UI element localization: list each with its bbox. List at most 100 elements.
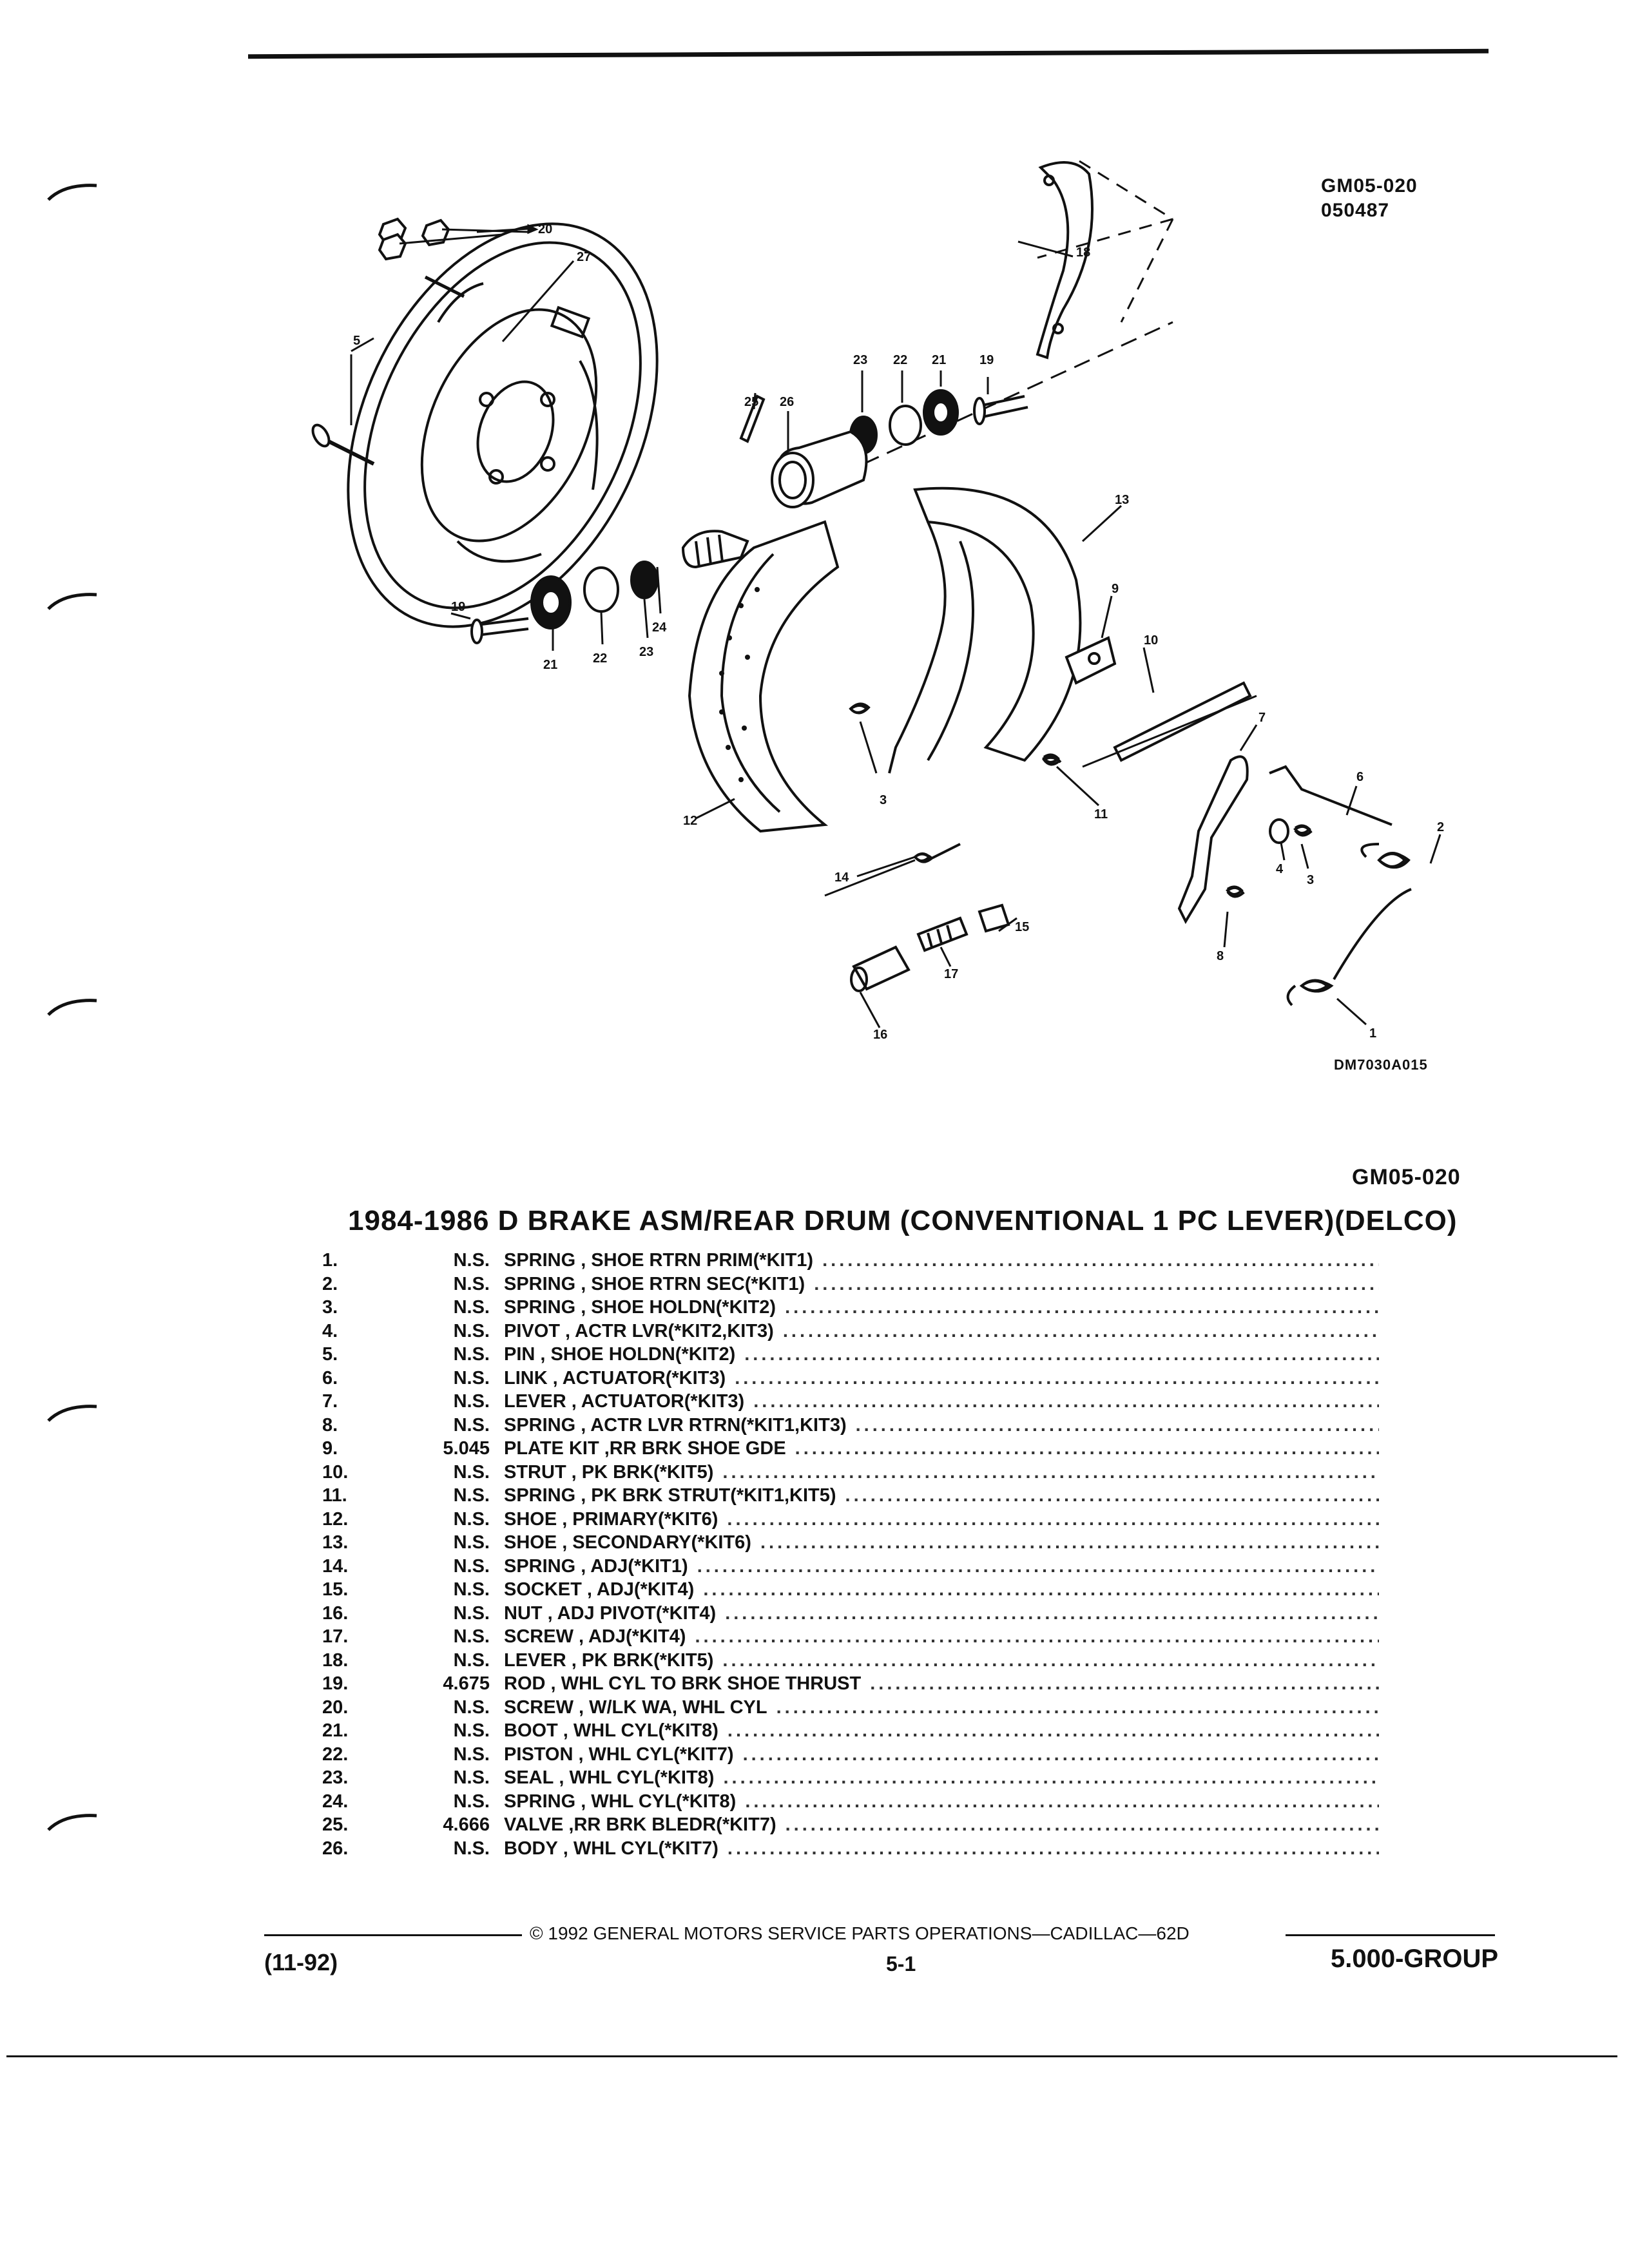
part-row: 5.N.S.PIN, SHOE HOLDN(*KIT2)............…	[322, 1344, 1379, 1368]
part-row: 16.N.S.NUT, ADJ PIVOT(*KIT4)............…	[322, 1603, 1379, 1627]
part-row: 14.N.S.SPRING, ADJ(*KIT1)...............…	[322, 1556, 1379, 1580]
part-price: N.S.	[453, 1508, 490, 1530]
group-code: 5.000-GROUP	[1331, 1945, 1499, 1973]
part-name: SPRING	[504, 1414, 576, 1436]
callout-19b: 19	[451, 600, 465, 614]
leader-dots: ........................................…	[785, 1814, 1379, 1835]
callout-1: 1	[1369, 1026, 1376, 1041]
leader-dots: ........................................…	[822, 1250, 1379, 1271]
callout-7: 7	[1258, 711, 1266, 725]
footer-rule-right	[1286, 1934, 1495, 1936]
leader-dots: ........................................…	[795, 1438, 1379, 1459]
part-row: 22.N.S.PISTON, WHL CYL(*KIT7)...........…	[322, 1744, 1379, 1768]
part-price: N.S.	[453, 1791, 490, 1812]
part-description: , PK BRK(*KIT5)	[571, 1461, 714, 1483]
part-description: , W/LK WA, WHL CYL	[578, 1696, 767, 1718]
leader-dots: ........................................…	[727, 1720, 1379, 1741]
top-rule	[247, 48, 1489, 59]
callout-15: 15	[1015, 920, 1029, 934]
callout-22: 22	[893, 353, 907, 367]
leader-dots: ........................................…	[722, 1649, 1379, 1671]
callout-8: 8	[1217, 949, 1224, 963]
leader-dots: ........................................…	[855, 1414, 1379, 1436]
leader-dots: ........................................…	[697, 1555, 1379, 1577]
part-description: ,RR BRK BLEDR(*KIT7)	[568, 1814, 776, 1835]
callout-23b: 23	[639, 645, 653, 659]
leader-dots: ........................................…	[735, 1367, 1379, 1389]
part-description: , SHOE HOLDN(*KIT2)	[581, 1297, 776, 1318]
part-description: , WHL CYL(*KIT7)	[563, 1838, 718, 1859]
part-description: , ACTUATOR(*KIT3)	[552, 1367, 726, 1389]
part-row: 3.N.S.SPRING, SHOE HOLDN(*KIT2).........…	[322, 1297, 1379, 1321]
part-number: 12.	[322, 1508, 349, 1530]
part-number: 14.	[322, 1555, 349, 1577]
part-price: N.S.	[453, 1297, 490, 1318]
part-row: 10.N.S.STRUT, PK BRK(*KIT5).............…	[322, 1462, 1379, 1486]
callout-6: 6	[1356, 770, 1364, 784]
callout-12: 12	[683, 814, 697, 828]
callout-18: 18	[1076, 245, 1090, 260]
parts-list: 1.N.S.SPRING, SHOE RTRN PRIM(*KIT1).....…	[322, 1250, 1379, 1861]
part-description: , WHL CYL(*KIT8)	[581, 1791, 737, 1812]
part-name: SPRING	[504, 1485, 576, 1506]
leader-dots: ........................................…	[776, 1696, 1379, 1718]
margin-mark	[47, 184, 97, 201]
part-row: 21.N.S.BOOT, WHL CYL(*KIT8).............…	[322, 1720, 1379, 1744]
bottom-rule	[6, 2055, 1617, 2057]
part-name: PIVOT	[504, 1320, 561, 1341]
part-number: 7.	[322, 1391, 338, 1412]
part-description: , ACTR LVR RTRN(*KIT1,KIT3)	[581, 1414, 847, 1436]
part-name: SPRING	[504, 1250, 576, 1271]
callout-19: 19	[979, 353, 994, 367]
part-number: 3.	[322, 1297, 338, 1318]
part-name: PLATE KIT	[504, 1438, 599, 1459]
image-code: 050487	[1321, 200, 1390, 221]
margin-mark	[47, 593, 97, 610]
part-name: SCREW	[504, 1626, 574, 1647]
part-row: 8.N.S.SPRING, ACTR LVR RTRN(*KIT1,KIT3).…	[322, 1415, 1379, 1439]
part-description: , PRIMARY(*KIT6)	[562, 1508, 718, 1530]
callout-3: 3	[880, 793, 887, 807]
part-description: , ACTR LVR(*KIT2,KIT3)	[565, 1320, 774, 1341]
backing-plate	[347, 222, 659, 628]
part-row: 17.N.S.SCREW, ADJ(*KIT4)................…	[322, 1626, 1379, 1650]
part-description: , WHL CYL(*KIT8)	[559, 1767, 715, 1788]
part-price: N.S.	[453, 1579, 490, 1600]
part-name: SPRING	[504, 1297, 576, 1318]
callout-10: 10	[1144, 633, 1158, 648]
part-row: 15.N.S.SOCKET, ADJ(*KIT4)...............…	[322, 1579, 1379, 1603]
part-number: 1.	[322, 1250, 338, 1271]
callout-11: 11	[1094, 807, 1108, 822]
part-description: , ADJ(*KIT1)	[581, 1555, 688, 1577]
part-description: , SHOE RTRN SEC(*KIT1)	[581, 1273, 805, 1294]
callout-25: 25	[744, 395, 758, 409]
part-number: 4.	[322, 1320, 338, 1341]
leader-dots: ........................................…	[695, 1626, 1379, 1647]
copyright-text: © 1992 GENERAL MOTORS SERVICE PARTS OPER…	[530, 1923, 1190, 1943]
footer-rule-left	[264, 1934, 522, 1936]
callout-2: 2	[1437, 820, 1444, 834]
part-description: , ADJ(*KIT4)	[586, 1579, 695, 1600]
part-price: N.S.	[453, 1320, 490, 1341]
part-row: 1.N.S.SPRING, SHOE RTRN PRIM(*KIT1).....…	[322, 1250, 1379, 1274]
part-number: 5.	[322, 1344, 338, 1365]
leader-dots: ........................................…	[870, 1673, 1379, 1694]
part-description: , SHOE HOLDN(*KIT2)	[540, 1344, 736, 1365]
part-description: , PK BRK(*KIT5)	[571, 1649, 714, 1671]
leader-dots: ........................................…	[727, 1508, 1379, 1530]
section-code: GM05-020	[1352, 1165, 1461, 1189]
part-description: , SECONDARY(*KIT6)	[562, 1532, 751, 1553]
leader-dots: ........................................…	[814, 1273, 1379, 1294]
part-description: , WHL CYL(*KIT7)	[578, 1744, 734, 1765]
part-number: 21.	[322, 1720, 349, 1741]
part-price: N.S.	[453, 1602, 490, 1624]
part-description: , ACTUATOR(*KIT3)	[571, 1391, 745, 1412]
margin-mark	[47, 1405, 97, 1422]
part-description: , SHOE RTRN PRIM(*KIT1)	[581, 1250, 814, 1271]
part-name: LINK	[504, 1367, 548, 1389]
part-row: 11.N.S.SPRING, PK BRK STRUT(*KIT1,KIT5).…	[322, 1485, 1379, 1509]
part-description: , ADJ(*KIT4)	[578, 1626, 686, 1647]
